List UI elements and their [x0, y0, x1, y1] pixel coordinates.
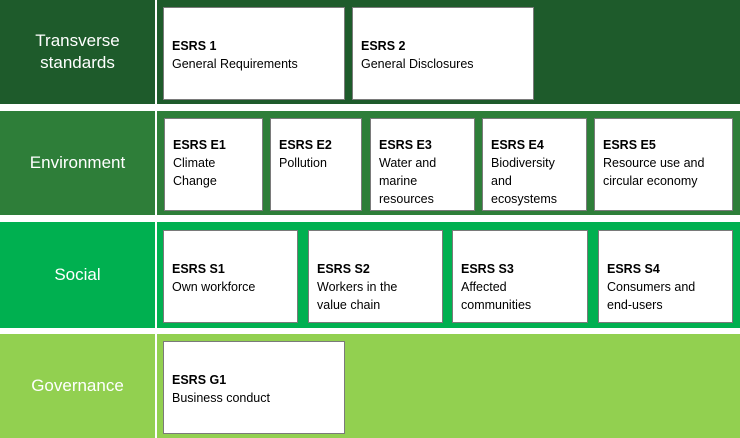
esrs-code: ESRS E1	[173, 138, 226, 152]
esrs-code: ESRS S2	[317, 262, 370, 276]
esrs-card-esrs-e5: ESRS E5 Resource use and circular econom…	[594, 118, 733, 211]
band-environment: Environment ESRS E1 Climate Change ESRS …	[0, 111, 740, 215]
band-label-transverse: Transverse standards	[0, 0, 155, 104]
esrs-card-esrs-s3: ESRS S3 Affected communities	[452, 230, 588, 323]
esrs-name-line: resources	[379, 192, 434, 206]
esrs-code: ESRS G1	[172, 373, 227, 387]
esrs-name-line: Consumers and	[607, 280, 696, 294]
band-label-governance: Governance	[0, 334, 155, 438]
esrs-name-line: Business conduct	[172, 391, 270, 405]
esrs-card-esrs-s2: ESRS S2 Workers in the value chain	[308, 230, 443, 323]
band-label-social: Social	[0, 222, 155, 328]
esrs-card-esrs-e1: ESRS E1 Climate Change	[164, 118, 263, 211]
esrs-code: ESRS S4	[607, 262, 660, 276]
esrs-card-esrs-e3: ESRS E3 Water and marine resources	[370, 118, 475, 211]
band-divider	[155, 334, 157, 438]
esrs-name-line: ecosystems	[491, 192, 557, 206]
esrs-name-line: Climate	[173, 156, 216, 170]
band-label-line: Governance	[31, 376, 124, 395]
esrs-name-line: Pollution	[279, 156, 327, 170]
esrs-name-line: General Requirements	[172, 57, 298, 71]
esrs-code: ESRS S3	[461, 262, 514, 276]
esrs-name-line: General Disclosures	[361, 57, 474, 71]
esrs-card-esrs-2: ESRS 2 General Disclosures	[352, 7, 534, 100]
esrs-name-line: Resource use and	[603, 156, 705, 170]
band-transverse: Transverse standards ESRS 1 General Requ…	[0, 0, 740, 104]
esrs-code: ESRS E4	[491, 138, 544, 152]
esrs-name-line: communities	[461, 298, 532, 312]
esrs-name-line: Change	[173, 174, 217, 188]
esrs-name-line: Water and	[379, 156, 437, 170]
esrs-name-line: Own workforce	[172, 280, 256, 294]
esrs-card-esrs-s1: ESRS S1 Own workforce	[163, 230, 298, 323]
esrs-name-line: Workers in the	[317, 280, 398, 294]
band-divider	[155, 111, 157, 215]
band-social: Social ESRS S1 Own workforce ESRS S2 Wor…	[0, 222, 740, 328]
esrs-code: ESRS E5	[603, 138, 656, 152]
band-label-line: Transverse	[35, 31, 120, 50]
esrs-name-line: circular economy	[603, 174, 698, 188]
band-divider	[155, 0, 157, 104]
esrs-card-esrs-e2: ESRS E2 Pollution	[270, 118, 362, 211]
esrs-code: ESRS E2	[279, 138, 332, 152]
band-label-line: standards	[40, 53, 115, 72]
esrs-code: ESRS 2	[361, 39, 406, 53]
esrs-name-line: marine	[379, 174, 418, 188]
esrs-code: ESRS E3	[379, 138, 432, 152]
esrs-name-line: Biodiversity	[491, 156, 555, 170]
band-label-line: Social	[54, 265, 101, 284]
esrs-card-esrs-s4: ESRS S4 Consumers and end-users	[598, 230, 733, 323]
band-label-environment: Environment	[0, 111, 155, 215]
esrs-name-line: and	[491, 174, 512, 188]
esrs-card-esrs-1: ESRS 1 General Requirements	[163, 7, 345, 100]
esrs-name-line: Affected	[461, 280, 507, 294]
esrs-code: ESRS S1	[172, 262, 225, 276]
band-divider	[155, 222, 157, 328]
esrs-card-esrs-e4: ESRS E4 Biodiversity and ecosystems	[482, 118, 587, 211]
esrs-name-line: end-users	[607, 298, 663, 312]
esrs-name-line: value chain	[317, 298, 381, 312]
esrs-code: ESRS 1	[172, 39, 217, 53]
band-label-line: Environment	[29, 153, 126, 172]
band-governance: Governance ESRS G1 Business conduct	[0, 334, 740, 438]
esrs-card-esrs-g1: ESRS G1 Business conduct	[163, 341, 345, 434]
